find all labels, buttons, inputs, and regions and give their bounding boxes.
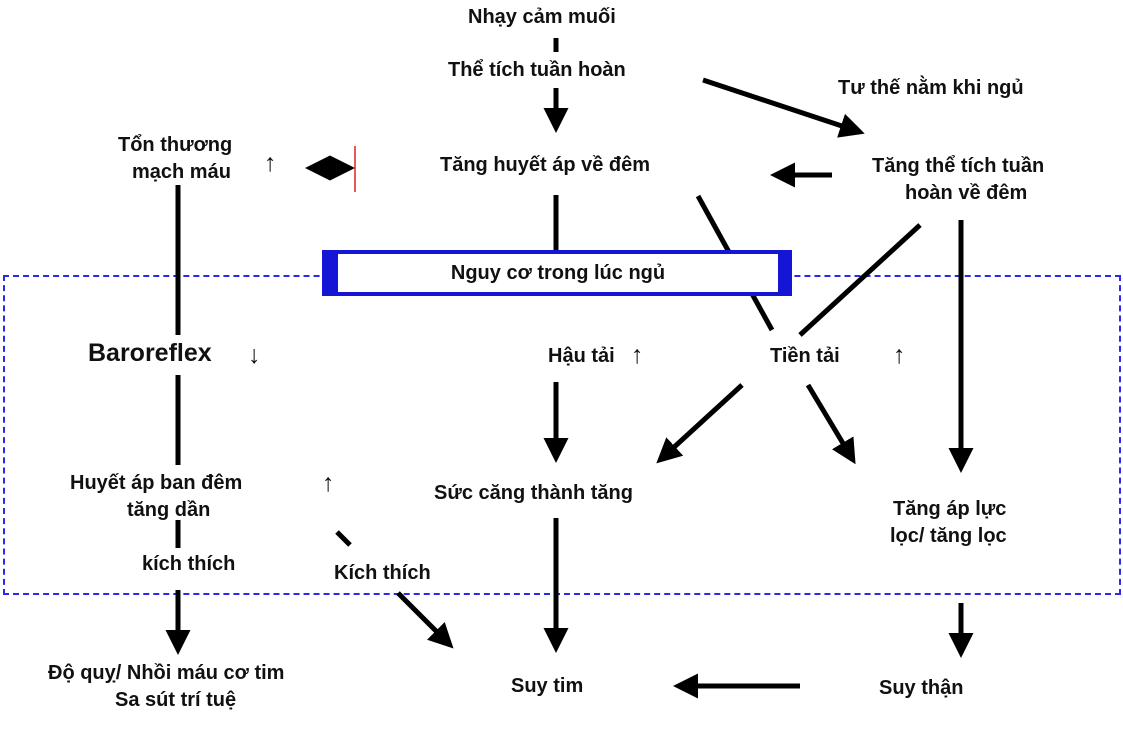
node-nocturnal-hypertension: Tăng huyết áp về đêm bbox=[440, 154, 651, 176]
node-nocturnal-bp-line1: Huyết áp ban đêm bbox=[70, 472, 243, 494]
arrow-preload-to-filtration bbox=[805, 383, 856, 465]
sleep-risk-label: Nguy cơ trong lúc ngủ bbox=[450, 262, 666, 284]
node-heart-failure: Suy tim bbox=[511, 675, 584, 697]
node-vascular-damage-line2: mạch máu bbox=[132, 161, 231, 183]
arrow-down-icon: ↓ bbox=[248, 341, 261, 369]
arrow-volume-to-nocturnal-volume bbox=[702, 77, 865, 138]
node-baroreflex: Baroreflex bbox=[88, 339, 212, 367]
node-salt-sensitivity: Nhạy cảm muối bbox=[468, 6, 616, 28]
arrow-stimulation-to-heart-failure bbox=[396, 591, 454, 649]
arrow-up-icon: ↑ bbox=[264, 149, 277, 177]
node-vascular-damage-line1: Tổn thương bbox=[118, 134, 233, 156]
sleep-risk-box: Nguy cơ trong lúc ngủ bbox=[322, 250, 792, 296]
node-stroke-line1: Độ quỵ/ Nhồi máu cơ tim bbox=[48, 662, 285, 684]
node-stimulation-right: Kích thích bbox=[334, 562, 431, 584]
line-nocturnal-volume-to-preload bbox=[798, 223, 922, 337]
node-filtration-line1: Tăng áp lực bbox=[893, 498, 1007, 520]
node-filtration-line2: lọc/ tăng lọc bbox=[890, 525, 1007, 547]
node-stroke-line2: Sa sút trí tuệ bbox=[115, 689, 237, 711]
node-stimulation-left: kích thích bbox=[142, 553, 236, 575]
node-nocturnal-volume-line2: hoàn về đêm bbox=[905, 182, 1028, 204]
arrow-preload-to-wall-stress bbox=[656, 383, 744, 464]
node-nocturnal-bp-line2: tăng dần bbox=[127, 499, 211, 521]
node-afterload: Hậu tải bbox=[548, 345, 615, 367]
arrow-up-icon: ↑ bbox=[893, 341, 906, 369]
node-circulating-volume: Thể tích tuần hoàn bbox=[448, 59, 626, 81]
node-wall-stress: Sức căng thành tăng bbox=[434, 482, 633, 504]
line-nocturnal-bp-to-stimulation bbox=[335, 530, 352, 547]
node-renal-failure: Suy thận bbox=[879, 677, 964, 699]
node-preload: Tiền tải bbox=[770, 345, 840, 367]
node-supine-posture: Tư thế nằm khi ngủ bbox=[838, 77, 1024, 99]
arrow-up-icon: ↑ bbox=[322, 469, 335, 497]
arrow-up-icon: ↑ bbox=[631, 341, 644, 369]
node-nocturnal-volume-line1: Tăng thể tích tuần bbox=[872, 155, 1045, 177]
